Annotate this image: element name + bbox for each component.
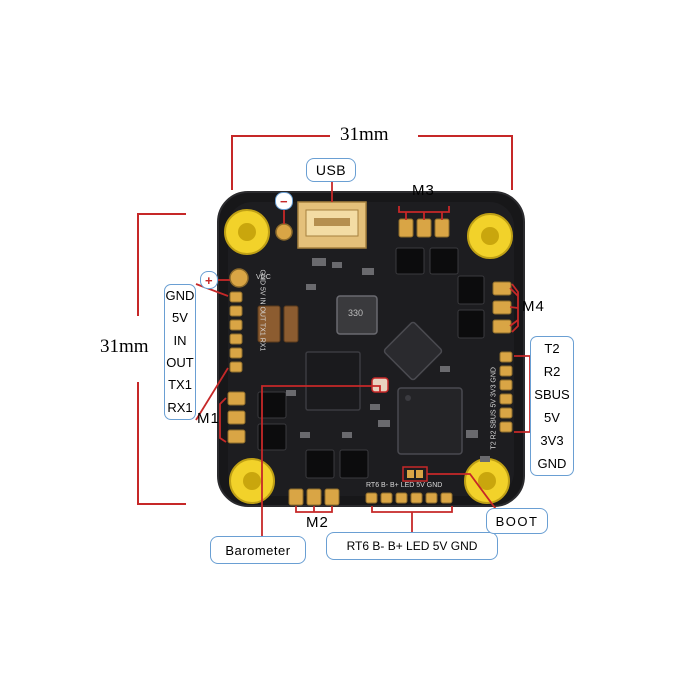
pcb-board (217, 191, 525, 507)
left-pin-gnd: GND (165, 288, 195, 304)
top-dimension-right (418, 135, 513, 190)
width-dimension-label: 31mm (340, 124, 389, 145)
bottom-pads-callout: RT6 B- B+ LED 5V GND (326, 532, 498, 560)
silk-left-edge: GND 5V IN OUT TX1 RX1 (258, 269, 266, 352)
left-pin-out: OUT (166, 355, 194, 371)
m4-label: M4 (522, 298, 545, 315)
top-dimension-left (231, 135, 330, 190)
barometer-leader (261, 385, 381, 548)
mounting-holes (224, 209, 513, 504)
right-uart-pads (499, 351, 513, 433)
plus-callout: + (200, 271, 218, 289)
dimension-lines (137, 135, 513, 505)
m3-pads (398, 218, 450, 238)
bottom-pads (365, 492, 453, 504)
left-pin-rx1: RX1 (167, 399, 193, 415)
right-pin-3v3: 3V3 (540, 432, 564, 448)
minus-callout: − (275, 192, 293, 210)
boot-leader (427, 473, 499, 513)
inductor (336, 295, 378, 335)
usb-callout: USB (306, 158, 356, 182)
right-pin-5v: 5V (544, 409, 560, 425)
right-pin-t2: T2 (544, 340, 560, 356)
silk-inductor: 330 (348, 308, 364, 318)
mount-bottom-left (229, 458, 275, 504)
plus-pad (229, 268, 249, 288)
m1-leader (219, 397, 227, 443)
mount-top-left (224, 209, 270, 255)
right-pin-gnd: GND (537, 455, 567, 471)
right-pin-r2: R2 (543, 363, 561, 379)
capacitors (257, 305, 299, 343)
silk-right-edge: T2 R2 SBUS 5V 3V3 GND (490, 367, 498, 450)
right-pin-list: T2 R2 SBUS 5V 3V3 GND (530, 336, 574, 476)
mount-bottom-right (464, 458, 510, 504)
left-dimension-bottom (137, 382, 186, 505)
m1-label: M1 (197, 410, 220, 427)
boot-callout: BOOT (486, 508, 548, 534)
right-pin-sbus: SBUS (534, 386, 570, 402)
mcu-chip (397, 387, 463, 455)
minus-pad (275, 223, 293, 241)
m3-label: M3 (412, 182, 435, 199)
left-pin-5v: 5V (172, 310, 188, 326)
small-components (286, 258, 490, 462)
height-dimension-label: 31mm (100, 336, 149, 357)
left-uart-pads (229, 291, 243, 373)
gyro-chip (383, 321, 443, 381)
m4-leader (511, 283, 519, 333)
left-pin-in: IN (173, 332, 187, 348)
silk-bottom-edge: RT6 B- B+ LED 5V GND (366, 482, 443, 489)
m2-pads (288, 488, 340, 506)
left-pin-tx1: TX1 (168, 377, 192, 393)
silk-vcc: VCC (256, 274, 271, 281)
usb-connector (297, 201, 367, 249)
m1-pads (227, 391, 246, 444)
left-dimension-top (137, 213, 186, 316)
m4-pads (492, 281, 512, 334)
leader-lines (195, 182, 531, 548)
mosfets (257, 247, 485, 479)
mount-top-right (467, 213, 513, 259)
esc-driver-chip (305, 351, 361, 411)
left-pin-list: GND 5V IN OUT TX1 RX1 (164, 284, 196, 420)
m2-label: M2 (306, 514, 329, 531)
barometer-callout: Barometer (210, 536, 306, 564)
